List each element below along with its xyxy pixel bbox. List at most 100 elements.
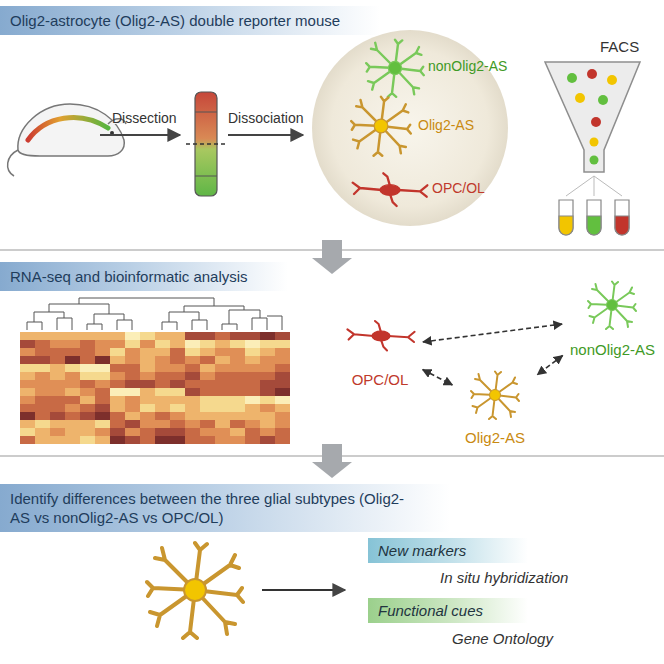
heatmap-cell <box>170 428 185 436</box>
heatmap-cell <box>80 412 95 420</box>
section-header: RNA-seq and bioinformatic analysis <box>0 262 288 291</box>
heatmap-cell <box>65 340 80 348</box>
heatmap-cell <box>170 356 185 364</box>
heatmap-cell <box>95 380 110 388</box>
heatmap-cell <box>50 420 65 428</box>
heatmap-cell <box>50 404 65 412</box>
heatmap-cell <box>245 404 260 412</box>
heatmap-cell <box>230 388 245 396</box>
heatmap-cell <box>185 332 200 340</box>
heatmap-cell <box>80 396 95 404</box>
heatmap-cell <box>65 380 80 388</box>
heatmap-cell <box>35 340 50 348</box>
heatmap-cell <box>125 420 140 428</box>
heatmap-cell <box>185 428 200 436</box>
heatmap-cell <box>80 388 95 396</box>
heatmap-cell <box>20 428 35 436</box>
heatmap-cell <box>65 332 80 340</box>
heatmap-cell <box>95 404 110 412</box>
heatmap-cell <box>35 412 50 420</box>
heatmap-cell <box>170 372 185 380</box>
heatmap-cell <box>140 380 155 388</box>
heatmap-cell <box>50 436 65 444</box>
heatmap-cell <box>140 388 155 396</box>
heatmap-cell <box>20 396 35 404</box>
heatmap-cell <box>140 412 155 420</box>
heatmap-cell <box>155 396 170 404</box>
heatmap-cell <box>35 372 50 380</box>
heatmap-cell <box>260 420 275 428</box>
node-text: nonOlig2-AS <box>570 341 655 358</box>
heatmap-cell <box>155 364 170 372</box>
heatmap-cell <box>80 364 95 372</box>
heatmap-cell <box>35 388 50 396</box>
dashed-connector <box>423 370 453 385</box>
heatmap-cell <box>50 412 65 420</box>
heatmap-cell <box>65 364 80 372</box>
heatmap-cell <box>140 420 155 428</box>
collection-tube <box>559 200 629 235</box>
heatmap-cell <box>95 396 110 404</box>
heatmap-cell <box>140 348 155 356</box>
dendrogram-branch <box>57 318 72 330</box>
dendrogram-branch <box>34 312 64 322</box>
node-text: Olig2-AS <box>465 429 525 446</box>
heatmap-cell <box>20 388 35 396</box>
heatmap-cell <box>275 380 290 388</box>
heatmap-cell <box>20 364 35 372</box>
heatmap-cell <box>155 380 170 388</box>
dendrogram-branch <box>192 320 207 330</box>
heatmap-cell <box>170 364 185 372</box>
heatmap-cell <box>185 340 200 348</box>
result-tag: New markers <box>368 538 528 563</box>
heatmap-cell <box>200 436 215 444</box>
heatmap-cell <box>275 428 290 436</box>
heatmap-cell <box>245 412 260 420</box>
heatmap-cell <box>230 356 245 364</box>
heatmap-cell <box>35 364 50 372</box>
heatmap-cell <box>170 332 185 340</box>
section-header: Identify differences between the three g… <box>0 484 450 532</box>
heatmap-cell <box>200 348 215 356</box>
heatmap-cell <box>200 388 215 396</box>
heatmap-cell <box>170 412 185 420</box>
heatmap-cell <box>170 420 185 428</box>
heatmap-cell <box>140 428 155 436</box>
heatmap-cell <box>125 364 140 372</box>
heatmap-cell <box>50 380 65 388</box>
node-text: New markers <box>378 542 498 559</box>
label: Dissection <box>112 110 177 126</box>
heatmap-cell <box>155 348 170 356</box>
label: Gene Ontology <box>452 630 553 647</box>
heatmap-cell <box>110 428 125 436</box>
heatmap-cell <box>230 412 245 420</box>
dendrogram-branch <box>184 306 244 312</box>
opc-cell <box>353 173 428 206</box>
label: Dissociation <box>228 110 303 126</box>
spinal-cord <box>186 92 226 196</box>
heatmap-cell <box>245 372 260 380</box>
heatmap-cell <box>35 380 50 388</box>
heatmap-cell <box>110 372 125 380</box>
panel-separator <box>0 250 664 456</box>
heatmap-cell <box>200 364 215 372</box>
heatmap-cell <box>155 404 170 412</box>
heatmap-cell <box>215 332 230 340</box>
heatmap-cell <box>95 332 110 340</box>
heatmap-cell <box>110 356 125 364</box>
heatmap-cell <box>140 404 155 412</box>
heatmap-cell <box>140 356 155 364</box>
heatmap-cell <box>275 420 290 428</box>
heatmap-cell <box>95 372 110 380</box>
section-header: Olig2-astrocyte (Olig2-AS) double report… <box>0 6 380 35</box>
label: In situ hybridization <box>440 569 568 586</box>
heatmap-cell <box>110 420 125 428</box>
heatmap-cell <box>20 332 35 340</box>
dendrogram-branch <box>252 318 267 330</box>
cell-node: nonOlig2-AS <box>565 275 660 360</box>
node-text: RNA-seq and bioinformatic analysis <box>10 267 248 286</box>
Olig2-astrocyte <box>147 543 243 638</box>
heatmap-cell <box>215 420 230 428</box>
heatmap-cell <box>65 388 80 396</box>
dendrogram-branch <box>162 322 177 330</box>
